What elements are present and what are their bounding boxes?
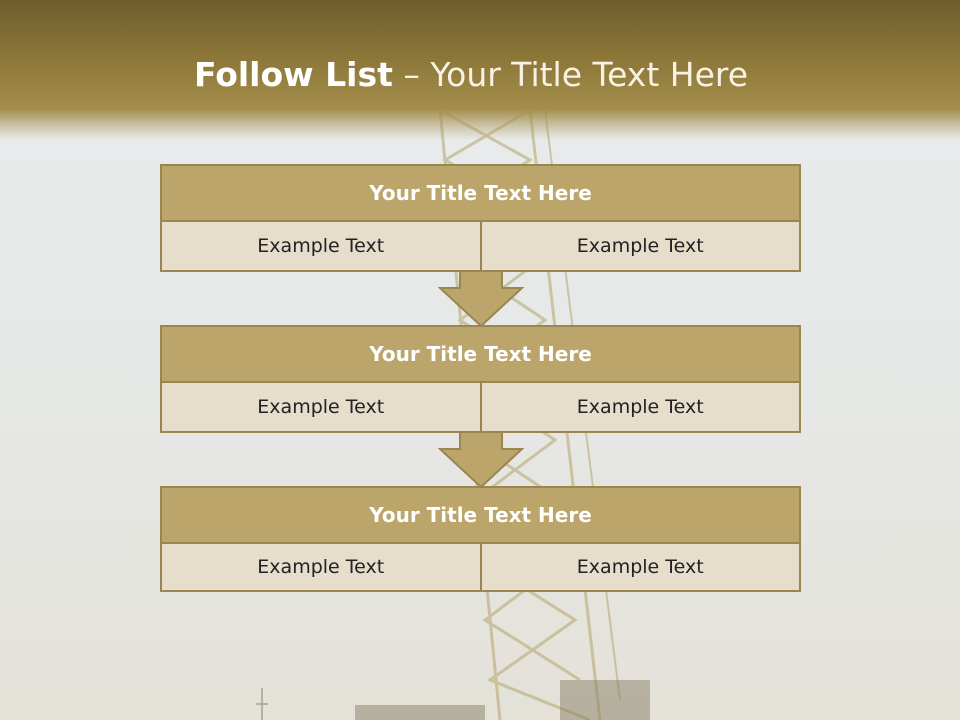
step-cell-right: Example Text [481,383,799,431]
down-arrow-icon [438,432,524,488]
step-row: Example Text Example Text [162,222,799,270]
title-band [0,0,960,140]
slide-title-rest: – Your Title Text Here [392,55,749,94]
slide-title: Follow List – Your Title Text Here [0,55,942,94]
step-title: Your Title Text Here [162,327,799,383]
step-title: Your Title Text Here [162,488,799,544]
step-cell-left: Example Text [162,383,480,431]
step-row: Example Text Example Text [162,383,799,431]
step-title: Your Title Text Here [162,166,799,222]
step-cell-right: Example Text [481,544,799,590]
step-row: Example Text Example Text [162,544,799,590]
step-box-2: Your Title Text Here Example Text Exampl… [160,325,801,433]
step-cell-right: Example Text [481,222,799,270]
step-cell-left: Example Text [162,222,480,270]
down-arrow-icon [438,271,524,327]
step-box-3: Your Title Text Here Example Text Exampl… [160,486,801,592]
slide-title-bold: Follow List [193,55,393,94]
step-box-1: Your Title Text Here Example Text Exampl… [160,164,801,272]
step-cell-left: Example Text [162,544,480,590]
